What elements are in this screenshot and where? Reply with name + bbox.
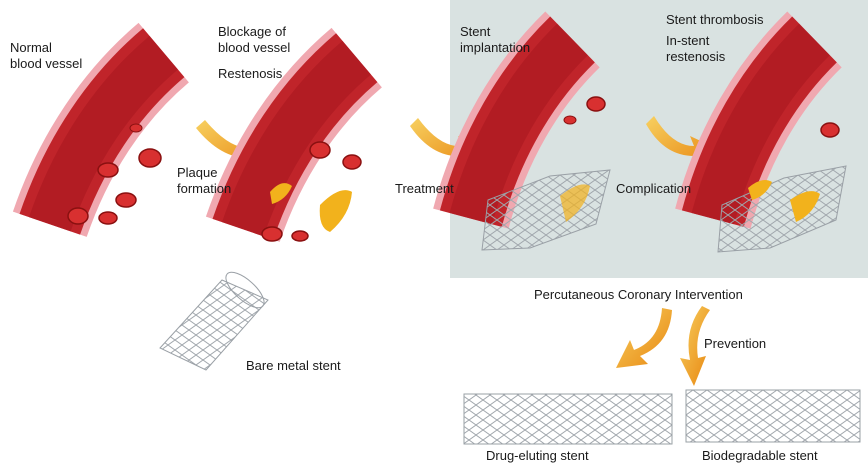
label-instent: In-stent restenosis xyxy=(666,33,725,65)
label-stent-implantation: Stent implantation xyxy=(460,24,530,56)
label-plaque: Plaque formation xyxy=(177,165,231,197)
label-restenosis: Restenosis xyxy=(218,66,282,82)
label-treatment: Treatment xyxy=(395,181,454,197)
label-biodegradable: Biodegradable stent xyxy=(702,448,818,464)
label-normal: Normal blood vessel xyxy=(10,40,82,72)
biodegradable-stent xyxy=(686,390,860,442)
label-bare-metal: Bare metal stent xyxy=(246,358,341,374)
label-complication: Complication xyxy=(616,181,691,197)
arrow-prevention-left xyxy=(616,308,672,368)
label-stent-thrombosis: Stent thrombosis xyxy=(666,12,764,28)
label-drug-eluting: Drug-eluting stent xyxy=(486,448,589,464)
bare-metal-stent xyxy=(160,267,270,370)
label-prevention: Prevention xyxy=(704,336,766,352)
label-pci: Percutaneous Coronary Intervention xyxy=(534,287,743,303)
drug-eluting-stent xyxy=(464,394,672,444)
label-blockage: Blockage of blood vessel xyxy=(218,24,290,56)
